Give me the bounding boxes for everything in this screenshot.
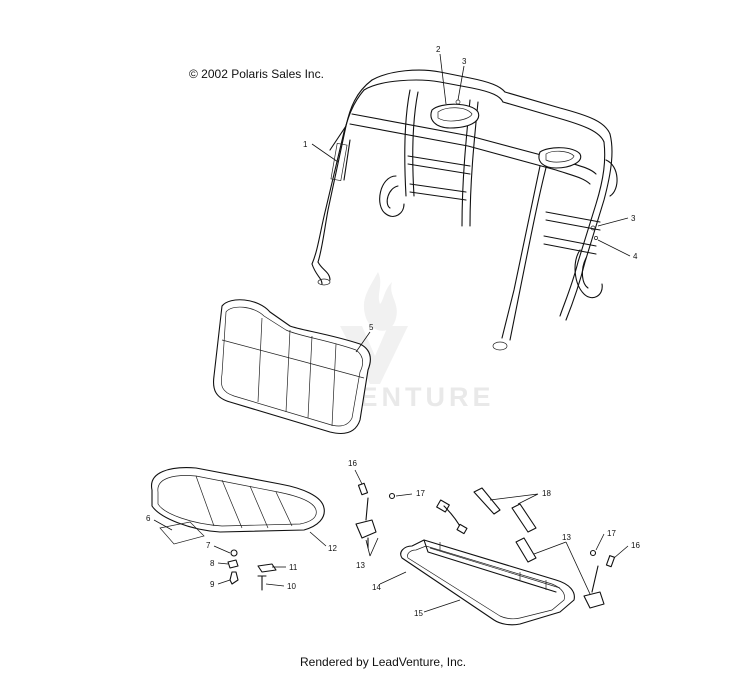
callout-7: 7 xyxy=(206,541,211,550)
grab-handle-right xyxy=(538,147,582,169)
callout-3-right: 3 xyxy=(631,214,636,223)
callout-13-right: 13 xyxy=(562,533,571,542)
callout-17-right: 17 xyxy=(607,529,616,538)
callout-5: 5 xyxy=(369,323,374,332)
seat-back xyxy=(212,299,371,435)
callout-13-left: 13 xyxy=(356,561,365,570)
seat-belt-parts xyxy=(355,487,605,609)
footer-text: Rendered by LeadVenture, Inc. xyxy=(300,655,466,669)
seat-bottom xyxy=(151,467,325,533)
seat-pad xyxy=(159,521,205,545)
callout-17-left: 17 xyxy=(416,489,425,498)
callout-16-right: 16 xyxy=(631,541,640,550)
grab-handle-left xyxy=(430,103,480,129)
callout-18: 18 xyxy=(542,489,551,498)
callout-8: 8 xyxy=(210,559,215,568)
callout-15: 15 xyxy=(414,609,423,618)
callout-numbers: 1 2 3 3 4 5 6 7 8 9 10 11 12 13 13 14 15… xyxy=(146,45,640,618)
callout-10: 10 xyxy=(287,582,296,591)
callout-12: 12 xyxy=(328,544,337,553)
bolts-nuts xyxy=(357,482,616,568)
callout-2: 2 xyxy=(436,45,441,54)
callout-9: 9 xyxy=(210,580,215,589)
callout-6: 6 xyxy=(146,514,151,523)
copyright-text: © 2002 Polaris Sales Inc. xyxy=(189,67,324,81)
fastener-group xyxy=(227,549,277,591)
seat-base-frame xyxy=(400,539,575,626)
callout-4: 4 xyxy=(633,252,638,261)
callout-1: 1 xyxy=(303,140,308,149)
callout-14: 14 xyxy=(372,583,381,592)
callout-16-left: 16 xyxy=(348,459,357,468)
callout-11: 11 xyxy=(289,563,298,572)
roll-cage xyxy=(311,69,618,351)
callout-3-top: 3 xyxy=(462,57,467,66)
leader-lines xyxy=(153,53,631,613)
